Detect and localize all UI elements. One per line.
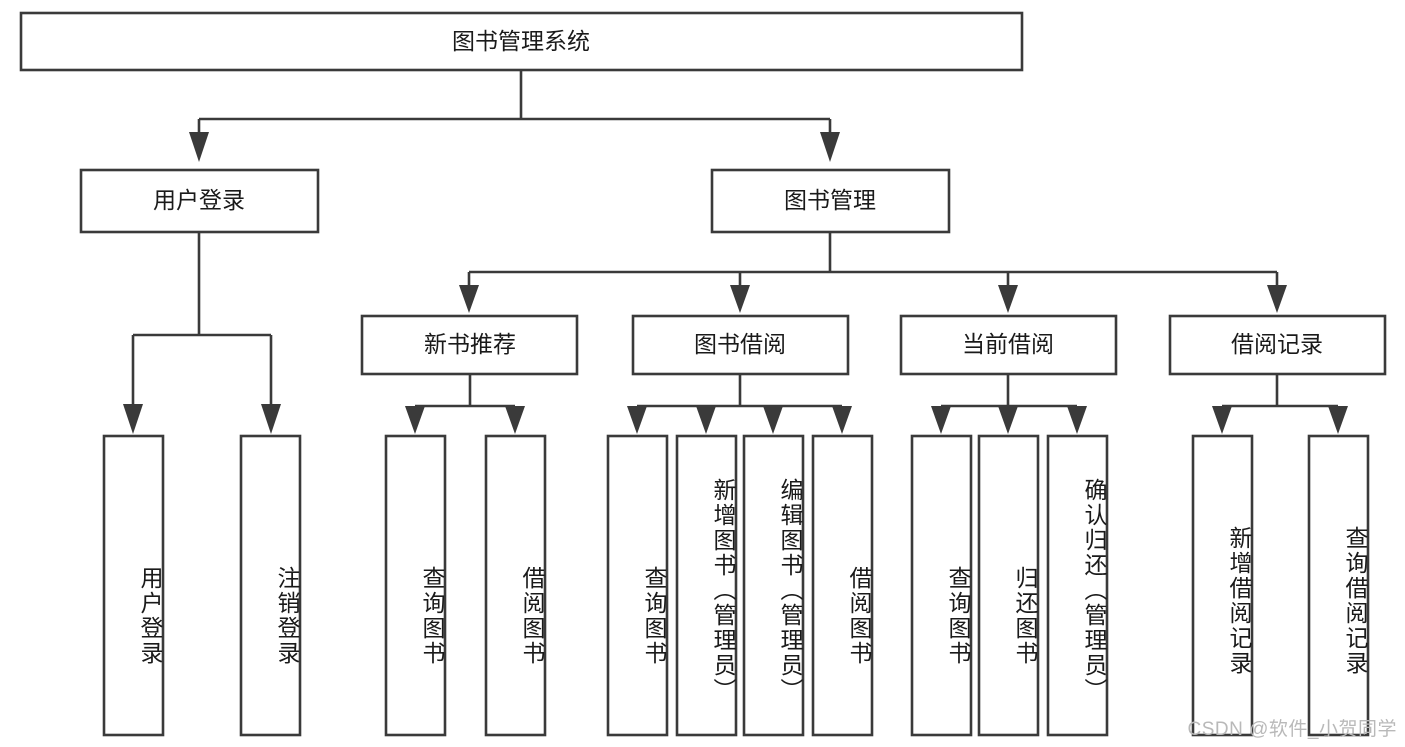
arrow-user-login-leaf-1 (123, 404, 143, 434)
leaf-user-login-box[interactable] (102, 434, 165, 737)
node-borrow-record-label: 借阅记录 (1231, 331, 1323, 357)
node-current-borrow-box[interactable] (899, 314, 1118, 376)
leaf-borrow-book-1-box[interactable] (484, 434, 547, 737)
node-root-label: 图书管理系统 (452, 28, 590, 54)
arrow-br-leaf-1 (1212, 406, 1232, 434)
node-user-login-label: 用户登录 (153, 187, 245, 213)
node-borrow-record-box[interactable] (1168, 314, 1387, 376)
arrow-cb-leaf-3 (1067, 406, 1087, 434)
arrow-bm-to-borrow-record (1267, 285, 1287, 313)
arrow-bb-leaf-1 (627, 406, 647, 434)
node-book-borrow-label: 图书借阅 (694, 331, 786, 357)
arrow-bb-leaf-2 (696, 406, 716, 434)
leaf-query-borrow-record-box[interactable] (1307, 434, 1370, 737)
arrow-user-login-leaf-2 (261, 404, 281, 434)
leaf-add-borrow-record-box[interactable] (1191, 434, 1254, 737)
arrow-br-leaf-2 (1328, 406, 1348, 434)
arrow-bb-leaf-3 (763, 406, 783, 434)
leaf-edit-book-box[interactable] (742, 434, 805, 737)
arrow-nbr-leaf-2 (505, 406, 525, 434)
node-new-book-recommend-label: 新书推荐 (424, 331, 516, 357)
leaf-return-book-box[interactable] (977, 434, 1040, 737)
arrow-bm-to-new-book-recommend (459, 285, 479, 313)
node-book-management-box[interactable] (710, 168, 951, 234)
leaf-query-book-2-box[interactable] (606, 434, 669, 737)
leaf-query-book-1-box[interactable] (384, 434, 447, 737)
arrow-bm-to-book-borrow (730, 285, 750, 313)
leaf-borrow-book-2-box[interactable] (811, 434, 874, 737)
arrow-root-to-book-management (820, 132, 840, 162)
node-root-box[interactable] (19, 11, 1024, 72)
node-book-management-label: 图书管理 (784, 187, 876, 213)
arrow-bb-leaf-4 (832, 406, 852, 434)
node-book-borrow-box[interactable] (631, 314, 850, 376)
leaf-user-logout-box[interactable] (239, 434, 302, 737)
node-current-borrow-label: 当前借阅 (962, 331, 1054, 357)
leaf-query-book-3-box[interactable] (910, 434, 973, 737)
arrow-bm-to-current-borrow (998, 285, 1018, 313)
node-new-book-recommend-box[interactable] (360, 314, 579, 376)
arrow-cb-leaf-1 (931, 406, 951, 434)
leaf-confirm-return-box[interactable] (1046, 434, 1109, 737)
arrow-root-to-user-login (189, 132, 209, 162)
arrow-nbr-leaf-1 (405, 406, 425, 434)
arrow-cb-leaf-2 (998, 406, 1018, 434)
leaf-add-book-box[interactable] (675, 434, 738, 737)
watermark-text: CSDN @软件_小贺同学 (1187, 719, 1397, 740)
